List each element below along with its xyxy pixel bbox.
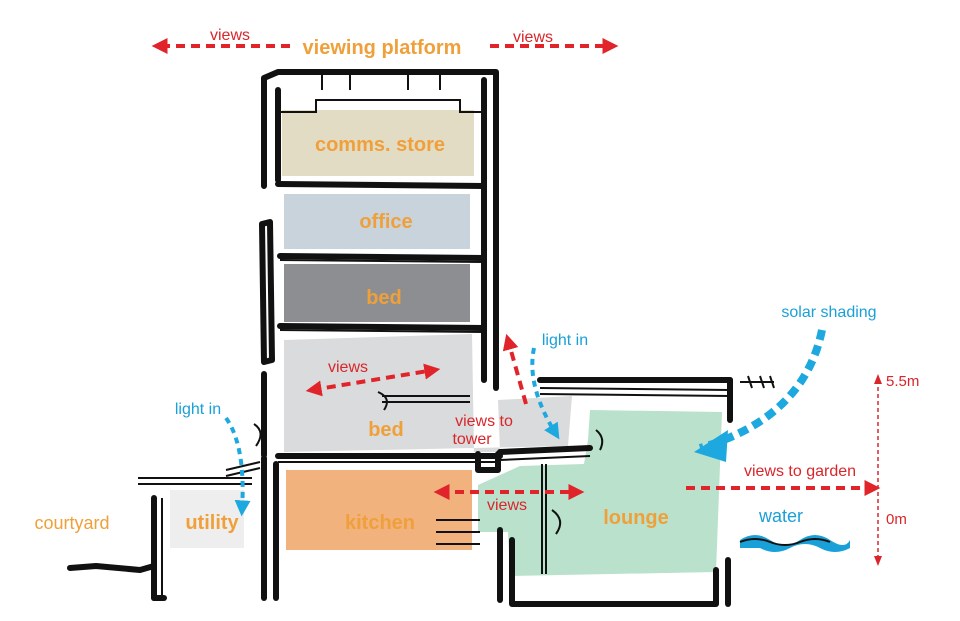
room-label-lounge: lounge [603,507,669,529]
views-to-tower-arrow [502,333,528,405]
light-in-label-right: light in [542,332,588,349]
views-to-tower-label-line2: tower [452,431,492,448]
views-arrow-bed [305,363,441,397]
light-arrows [224,329,826,517]
light-in-arrow-right [530,347,560,440]
level-label-top: 5.5m [886,373,919,390]
solar-shading-label: solar shading [781,304,876,321]
lounge-fill [478,410,722,576]
room-label-bed-upper: bed [366,287,402,309]
room-label-bed-lower: bed [368,419,404,441]
comms-store-fill [282,110,474,176]
building-structure [67,69,775,607]
views-to-garden-label: views to garden [744,463,856,480]
light-in-label-left: light in [175,401,221,418]
room-label-office: office [359,211,412,233]
courtyard-label: courtyard [34,513,109,533]
bed-upper-fill [284,264,470,322]
level-marker [874,374,882,566]
solar-shading-arrow [698,329,826,452]
view-arrows [151,38,881,500]
viewing-platform-label: viewing platform [303,37,462,59]
views-label-bed: views [328,359,368,376]
views-label-kitchen: views [487,497,527,514]
room-label-comms-store: comms. store [315,134,445,156]
room-label-utility: utility [185,512,239,534]
water-label: water [758,506,803,526]
room-label-kitchen: kitchen [345,512,415,534]
light-in-arrow-left [224,416,251,517]
views-label-top-left: views [210,27,250,44]
views-to-tower-label-line1: views to [455,413,513,430]
views-label-top-right: views [513,29,553,46]
utility-fill [170,490,244,548]
bed-lower-fill [284,334,572,452]
solar-shading-arrowhead [694,430,728,462]
kitchen-fill [286,470,472,550]
level-label-bottom: 0m [886,511,907,528]
office-fill [284,194,470,249]
